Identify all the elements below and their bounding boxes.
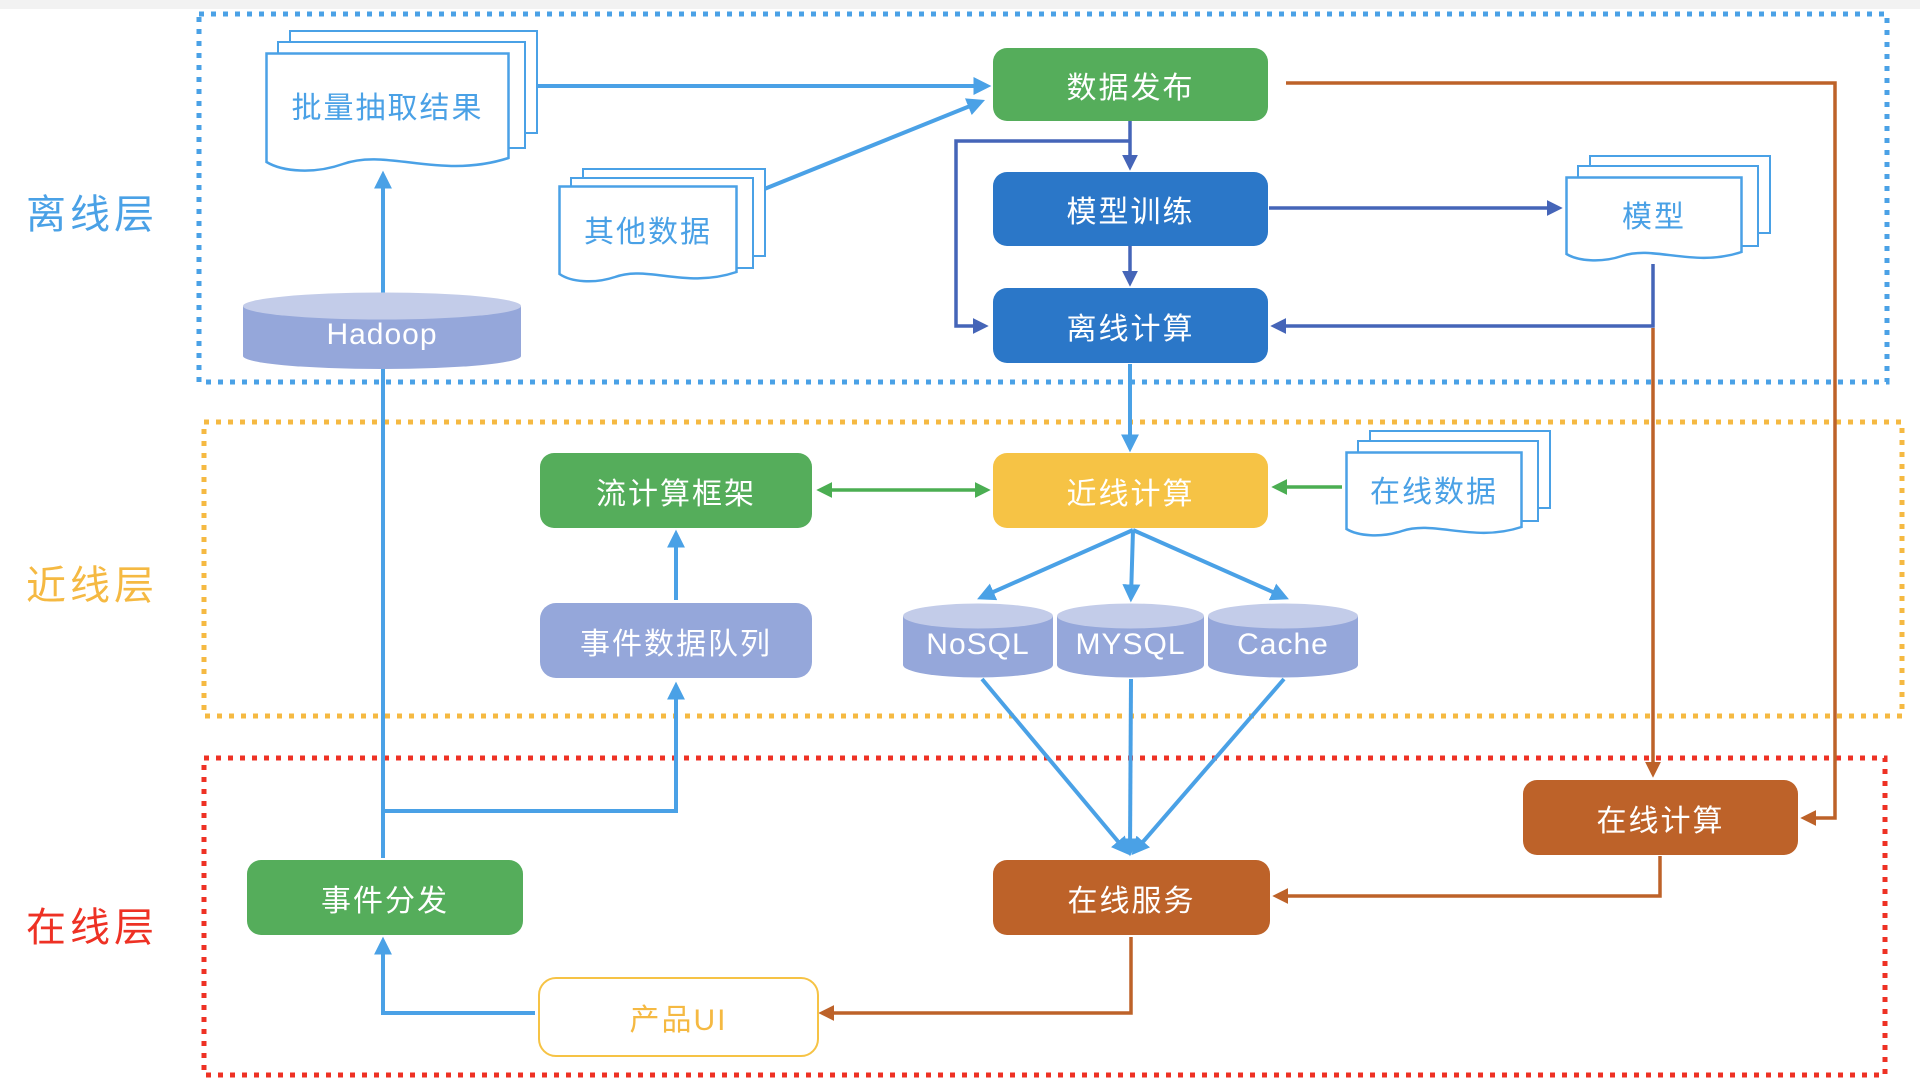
document-front-page — [558, 185, 738, 283]
node-label: 批量抽取结果 — [291, 91, 484, 125]
edge-nearline-computing-to-nosql — [977, 528, 1134, 601]
node-online-computing: 在线计算 — [1523, 780, 1798, 855]
document-front-page — [265, 52, 510, 172]
edge-data-publish-to-offline-computing — [954, 139, 1130, 334]
nearline-layer-label: 近线层 — [26, 564, 158, 608]
node-online-service: 在线服务 — [993, 860, 1270, 935]
edge-data-publish-to-online-computing — [1286, 81, 1837, 826]
node-hadoop: Hadoop — [243, 292, 521, 370]
cylinder-shape — [1057, 603, 1204, 678]
online-layer-label: 在线层 — [26, 906, 158, 950]
edge-product-ui-to-event-dispatch — [374, 936, 535, 1015]
node-nearline-computing: 近线计算 — [993, 453, 1268, 528]
document-front-page — [1345, 451, 1523, 537]
node-product-ui: 产品UI — [538, 977, 819, 1057]
node-label: MYSQL — [1075, 628, 1186, 661]
node-offline-computing: 离线计算 — [993, 288, 1268, 363]
online-layer-border — [201, 755, 1888, 1078]
node-other-data: 其他数据 — [558, 168, 766, 293]
node-cache: Cache — [1208, 603, 1358, 679]
document-front-page — [1565, 176, 1743, 262]
top-strip — [0, 0, 1920, 9]
edge-nearline-computing-to-cache — [1132, 528, 1289, 601]
edge-online-computing-to-online-service — [1272, 856, 1662, 904]
node-nosql: NoSQL — [903, 603, 1053, 679]
edge-online-service-to-product-ui — [818, 937, 1133, 1021]
node-online-data: 在线数据 — [1345, 430, 1551, 545]
cylinder-shape — [243, 292, 521, 369]
offline-layer-border — [196, 11, 1890, 385]
edge-event-dispatch-to-event-queue — [383, 681, 685, 813]
node-label: NoSQL — [926, 628, 1030, 661]
node-batch-results: 批量抽取结果 — [265, 30, 538, 180]
cylinder-shape — [1208, 603, 1358, 678]
node-data-publish: 数据发布 — [993, 48, 1268, 121]
node-model-training: 模型训练 — [993, 172, 1268, 246]
node-label: 模型 — [1622, 201, 1686, 234]
node-mysql: MYSQL — [1057, 603, 1204, 679]
edge-model-to-offline-computing — [1270, 264, 1655, 334]
node-model: 模型 — [1565, 155, 1771, 270]
edge-other-data-to-data-publish — [741, 98, 986, 200]
node-label: 其他数据 — [584, 216, 712, 249]
edge-mysql-to-online-service — [1121, 678, 1140, 857]
edge-nosql-to-online-service — [980, 677, 1130, 856]
node-event-dispatch: 事件分发 — [247, 860, 523, 935]
cylinder-shape — [903, 603, 1053, 678]
offline-layer-label: 离线层 — [26, 193, 158, 237]
node-label: 在线数据 — [1370, 476, 1498, 509]
edge-nearline-computing-to-mysql — [1122, 529, 1141, 603]
node-event-queue: 事件数据队列 — [540, 603, 812, 678]
edge-cache-to-online-service — [1131, 677, 1286, 856]
node-label: Hadoop — [326, 318, 438, 351]
node-stream-framework: 流计算框架 — [540, 453, 812, 528]
node-label: Cache — [1237, 628, 1329, 661]
